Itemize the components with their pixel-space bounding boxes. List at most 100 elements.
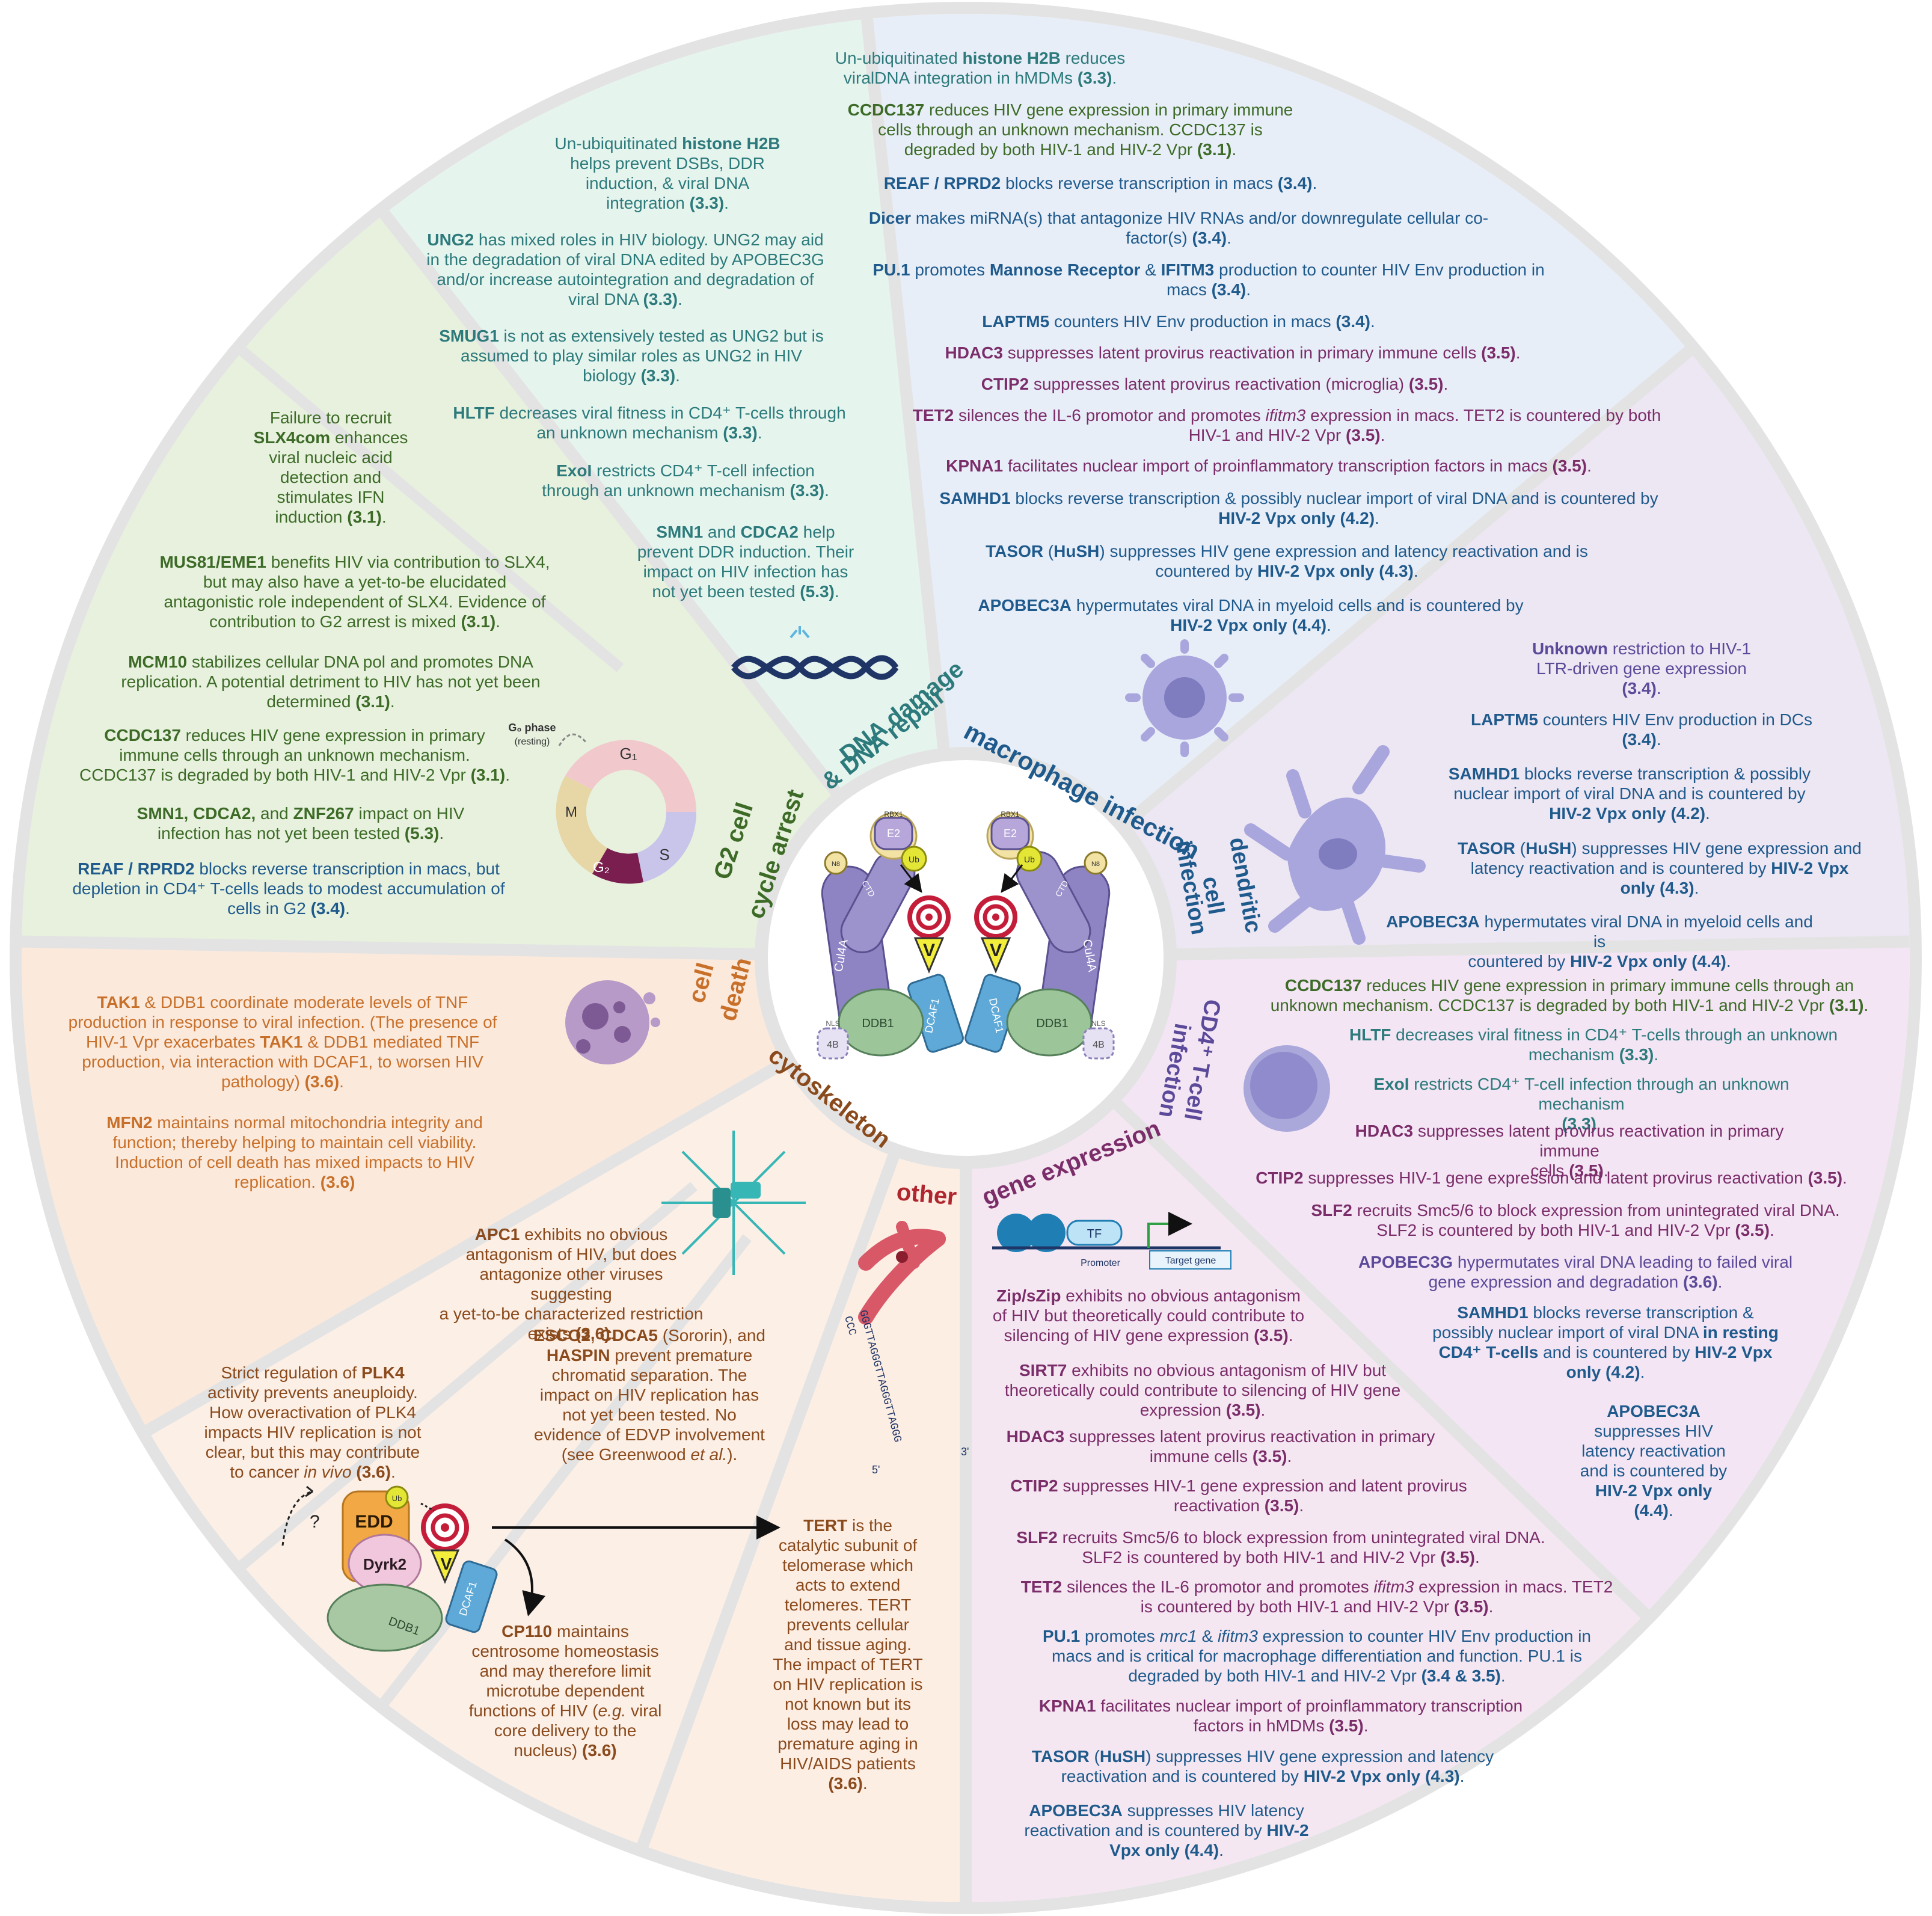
cd4-hltf-text: HLTF decreases viral fitness in CD4⁺ T-c…: [1349, 1025, 1838, 1064]
gene-block-2: SIRT7 exhibits no obvious antagonism of …: [974, 1360, 1431, 1420]
sector-other: [643, 1144, 966, 1902]
edvp-vpr-label: V: [441, 1555, 452, 1573]
g2-block-3: MCM10 stabilizes cellular DNA pol and pr…: [90, 652, 571, 711]
t-cell-icon: [1244, 1045, 1330, 1132]
sector-gene: [966, 1096, 1645, 1902]
gene-expression-icon: TF Promoter Target gene: [992, 1212, 1231, 1270]
g2-label: G₂: [593, 859, 610, 876]
left-substrate-target: V: [907, 895, 951, 974]
dc-block-3: SAMHD1 blocks reverse transcription & po…: [1419, 764, 1840, 823]
mac-block-5: PU.1 promotes Mannose Receptor & IFITM3 …: [830, 260, 1587, 299]
cd4-slf2-text: SLF2 recruits Smc5/6 to block expression…: [1311, 1201, 1840, 1239]
gene-block-9: TASOR (HuSH) suppresses HIV gene express…: [974, 1746, 1551, 1786]
gene-block-5: SLF2 recruits Smc5/6 to block expression…: [986, 1528, 1575, 1567]
cd4-block-8: SAMHD1 blocks reverse transcription &pos…: [1419, 1303, 1792, 1382]
dna-block-4: HLTF decreases viral fitness in CD4⁺ T-c…: [433, 403, 866, 443]
g2-mcm10-text: MCM10 stabilizes cellular DNA pol and pr…: [121, 652, 541, 711]
sector-dendritic: [1117, 351, 1910, 955]
mac-ctip2-text: CTIP2 suppresses latent provirus reactiv…: [981, 375, 1449, 393]
gene-slf2-text: SLF2 recruits Smc5/6 to block expression…: [1016, 1528, 1545, 1567]
resting-label: (resting): [515, 737, 550, 747]
gene-ctip2-text: CTIP2 suppresses HIV-1 gene expression a…: [1010, 1476, 1467, 1515]
sector-separator-celldeath: [145, 1052, 797, 1435]
gene-pu1-text: PU.1 promotes mrc1 & ifitm3 expression t…: [1043, 1627, 1591, 1685]
sector-separators: [22, 18, 1910, 1902]
right-ub-label: Ub: [1024, 855, 1035, 864]
left-ub-label: Ub: [909, 855, 919, 864]
cd4-exoi-text: ExoI restricts CD4⁺ T-cell infection thr…: [1373, 1075, 1789, 1133]
sector-separator-macrophage: [860, 18, 951, 761]
mac-pu1-text: PU.1 promotes Mannose Receptor & IFITM3 …: [872, 260, 1545, 299]
promoter-label: Promoter: [1081, 1258, 1120, 1268]
death-block-2: MFN2 maintains normal mitochondria integ…: [78, 1113, 511, 1192]
telomere-3prime: 3': [961, 1446, 969, 1458]
edvp-complex-illustration: ? EDD Ub V Dyrk2 DCAF1 DDB1: [281, 1485, 780, 1652]
gene-block-6: TET2 silences the IL-6 promotor and prom…: [986, 1577, 1648, 1617]
dc-block-5: APOBEC3A hypermutates viral DNA in myelo…: [1383, 912, 1816, 971]
g1-label: G₁: [620, 745, 637, 763]
dc-block-4: TASOR (HuSH) suppresses HIV gene express…: [1443, 838, 1876, 898]
sector-separator-cytoskeleton: [637, 1142, 904, 1847]
right-vpr-label: V: [990, 941, 1002, 960]
gene-tet2-text: TET2 silences the IL-6 promotor and prom…: [1020, 1577, 1613, 1616]
dna-smug1-text: SMUG1 is not as extensively tested as UN…: [439, 327, 824, 385]
dcaf1-pair: DCAF1 DCAF1: [907, 974, 1021, 1053]
mac-block-3: REAF / RPRD2 blocks reverse transcriptio…: [836, 173, 1365, 193]
dna-block-2: UNG2 has mixed roles in HIV biology. UNG…: [391, 230, 860, 309]
left-ddb1-label: DDB1: [862, 1017, 894, 1030]
chromosome-icon: [858, 1221, 946, 1325]
gene-sirt7-text: SIRT7 exhibits no obvious antagonism of …: [1004, 1361, 1401, 1419]
mac-block-6: LAPTM5 counters HIV Env production in ma…: [914, 312, 1443, 331]
sub-divider-g2: [239, 346, 624, 672]
tf-label: TF: [1087, 1227, 1102, 1241]
mac-laptm5-text: LAPTM5 counters HIV Env production in ma…: [982, 312, 1375, 331]
dna-block-3: SMUG1 is not as extensively tested as UN…: [409, 326, 854, 385]
mac-apobec3a-text: APOBEC3A hypermutates viral DNA in myelo…: [978, 596, 1524, 634]
mac-block-9: TET2 silences the IL-6 promotor and prom…: [854, 405, 1720, 445]
center-hub: [755, 747, 1177, 1169]
left-nedd8-label: N8: [832, 861, 840, 868]
mac-block-2: CCDC137 reduces HIV gene expression in p…: [806, 100, 1335, 159]
dna-ung2-text: UNG2 has mixed roles in HIV biology. UNG…: [426, 230, 824, 309]
mac-reaf-text: REAF / RPRD2 blocks reverse transcriptio…: [883, 174, 1317, 192]
gene-block-8: KPNA1 facilitates nuclear import of proi…: [986, 1696, 1575, 1736]
left-vpr-label: V: [923, 941, 935, 960]
sector-separator-g2: [22, 935, 768, 961]
dna-hltf-text: HLTF decreases viral fitness in CD4⁺ T-c…: [453, 404, 846, 442]
mac-samhd1-text: SAMHD1 blocks reverse transcription & po…: [939, 489, 1658, 527]
right-e2-label: E2: [1004, 828, 1017, 840]
dendritic-cell-icon: [1244, 745, 1426, 945]
mac-block-4: Dicer makes miRNA(s) that antagonize HIV…: [830, 208, 1527, 248]
sector-separator-cd4: [1164, 935, 1910, 961]
dyrk2-label: Dyrk2: [363, 1555, 406, 1573]
left-cul4a-arm: E2 RBX1 Ub N8 Cul4A CTD: [821, 810, 927, 1047]
dc-samhd1-text: SAMHD1 blocks reverse transcription & po…: [1448, 764, 1811, 823]
cd4-block-7: APOBEC3G hypermutates viral DNA leading …: [1335, 1252, 1816, 1292]
sector-separator-dna: [379, 210, 848, 806]
target-gene-label: Target gene: [1165, 1256, 1216, 1266]
cd4-apobec3g-text: APOBEC3G hypermutates viral DNA leading …: [1358, 1253, 1793, 1291]
sub-divider-2: [239, 1182, 698, 1570]
dying-cell-icon: [565, 980, 660, 1064]
sector-separator-gene: [1104, 1092, 1649, 1618]
cd4-block-5: CTIP2 suppresses HIV-1 gene expression a…: [1227, 1168, 1876, 1188]
dc-tasor-text: TASOR (HuSH) suppresses HIV gene express…: [1458, 839, 1862, 897]
mac-hdac3-text: HDAC3 suppresses latent provirus reactiv…: [945, 343, 1521, 362]
mac-tet2-text: TET2 silences the IL-6 promotor and prom…: [912, 406, 1661, 444]
left-nls-label: NLS: [826, 1019, 839, 1028]
